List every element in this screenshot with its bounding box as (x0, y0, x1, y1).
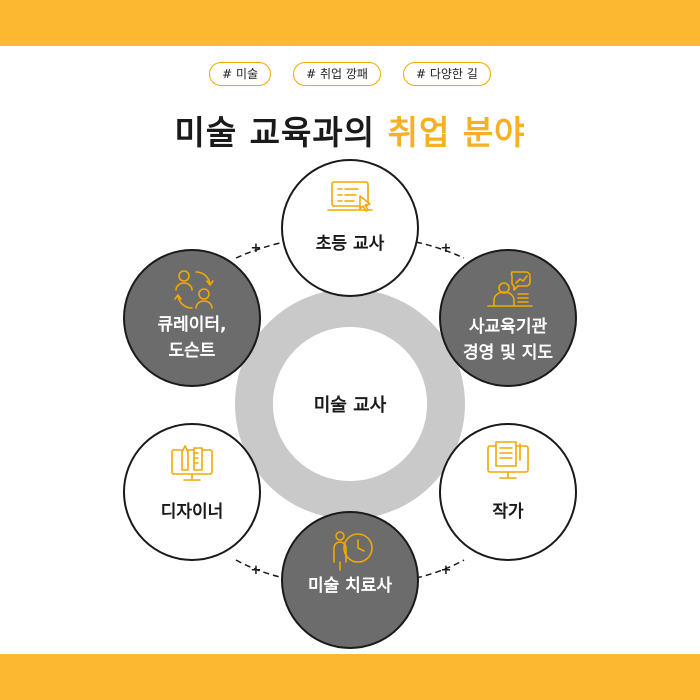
node-label-line2: 도슨트 (168, 341, 216, 361)
consultant-desk-icon (487, 271, 533, 307)
page-title: 미술 교육과의 취업 분야 (0, 106, 700, 154)
monitor-document-icon (487, 441, 529, 479)
connector-plus-bottom-right: + (441, 563, 452, 578)
node-label: 작가 (492, 502, 524, 522)
node-elementary-teacher: 초등 교사 (316, 231, 384, 257)
person-clock-icon (333, 531, 373, 571)
node-label: 디자이너 (160, 502, 224, 522)
node-private-academy: 사교육기관 경영 및 지도 (463, 314, 553, 366)
connector-plus-bottom-left: + (251, 563, 262, 578)
top-banner (0, 0, 700, 46)
node-label-line1: 사교육기관 (468, 317, 548, 337)
node-circle-private-academy (439, 249, 577, 387)
node-label: 미술 치료사 (307, 576, 393, 596)
node-circle-art-therapist (281, 511, 419, 649)
node-circle-artist (439, 423, 577, 561)
connector-plus-top-left: + (251, 241, 262, 256)
node-label: 초등 교사 (315, 234, 385, 254)
node-label-line2: 경영 및 지도 (462, 343, 554, 363)
node-circle-elementary-teacher (281, 159, 419, 297)
center-circle (273, 327, 427, 481)
node-designer: 디자이너 (161, 499, 224, 525)
hashtag-paths: # 다양한 길 (402, 62, 491, 86)
node-label-line1: 큐레이터, (157, 315, 227, 335)
title-main: 미술 교육과의 (174, 113, 376, 152)
bottom-banner (0, 654, 700, 700)
node-curator: 큐레이터, 도슨트 (157, 312, 226, 364)
people-exchange-icon (174, 270, 214, 309)
monitor-tools-icon (171, 445, 213, 481)
node-artist: 작가 (492, 499, 523, 525)
node-circle-curator (123, 249, 261, 387)
outer-ring (235, 289, 465, 519)
node-art-therapist: 미술 치료사 (308, 573, 392, 599)
connector-plus-top-right: + (441, 241, 452, 256)
node-circle-designer (123, 423, 261, 561)
hashtag-art: # 미술 (209, 62, 272, 86)
hashtag-row: # 미술 # 취업 깡패 # 다양한 길 (0, 62, 700, 86)
laptop-checklist-icon (327, 181, 373, 212)
center-label: 미술 교사 (313, 395, 387, 416)
title-highlight: 취업 분야 (387, 113, 526, 152)
hashtag-employment: # 취업 깡패 (293, 62, 381, 86)
connector-lines (235, 241, 465, 579)
